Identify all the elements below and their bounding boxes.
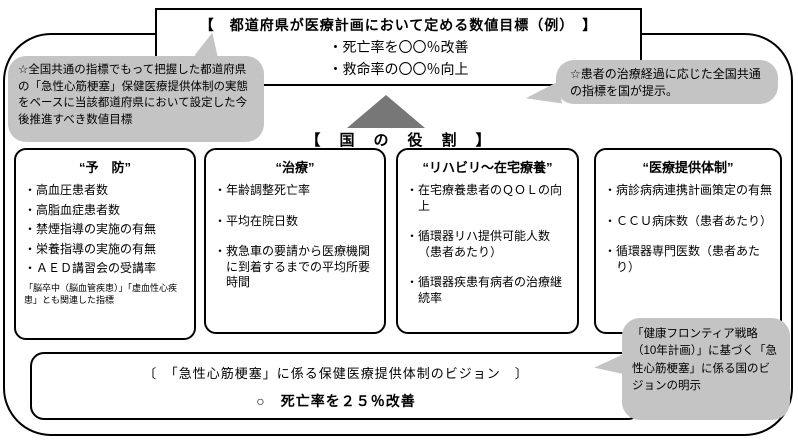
bottom-note-text: 「健康フロンティア戦略（10年計画）」に基づく「急性心筋梗塞」に係る国のビジョン… (632, 328, 778, 392)
vision-title: 〔 「急性心筋梗塞」に係る保健医療提供体制のビジョン 〕 (143, 366, 529, 381)
column-treatment: “治療” ・年齢調整死亡率 ・平均在院日数 ・救急車の要請から医療機関に到着する… (204, 148, 386, 334)
left-note-text: ☆全国共通の指標でもって把握した都道府県の「急性心筋梗塞」保健医療提供体制の実態… (18, 64, 248, 127)
list-item: ・救急車の要請から医療機関に到着するまでの平均所要時間 (214, 244, 371, 290)
list-item: ・栄養指導の実施の有無 (24, 241, 157, 256)
list-item: ・ＡＥＤ講習会の受講率 (24, 261, 157, 276)
national-role-heading: 【 国 の 役 割 】 (305, 132, 493, 149)
target-item-mortality: ・死亡率を〇〇％改善 (328, 39, 469, 55)
prevention-related-note: 「脳卒中（脳血管疾患）」「虚血性心疾患」とも関連した指標 (24, 282, 178, 305)
column-prevention: “予 防” ・高血圧患者数 ・高脂血症患者数 ・禁煙指導の実施の有無 ・栄養指導… (14, 148, 196, 340)
list-item: ・年齢調整死亡率 (214, 183, 311, 197)
list-item: ・循環器リハ提供可能人数（患者あたり） (406, 229, 551, 259)
list-item: ・在宅療養患者のＱＯＬの向上 (406, 183, 563, 213)
column-provision-system: “医療提供体制” ・病診病病連携計画策定の有無 ・ＣＣＵ病床数（患者あたり） ・… (594, 148, 782, 334)
left-note-bubble: ☆全国共通の指標でもって把握した都道府県の「急性心筋梗塞」保健医療提供体制の実態… (8, 56, 264, 142)
column-rehabilitation-title: “リハビリ～在宅療養” (422, 160, 553, 175)
vision-box: 〔 「急性心筋梗塞」に係る保健医療提供体制のビジョン 〕 ○ 死亡率を２５％改善 (30, 352, 642, 420)
prefecture-target-items: ・死亡率を〇〇％改善 ・救命率の〇〇％向上 (329, 37, 469, 80)
list-item: ・病診病病連携計画策定の有無 (604, 183, 773, 197)
column-rehabilitation: “リハビリ～在宅療養” ・在宅療養患者のＱＯＬの向上 ・循環器リハ提供可能人数（… (396, 148, 579, 334)
bottom-note-bubble: 「健康フロンティア戦略（10年計画）」に基づく「急性心筋梗塞」に係る国のビジョン… (622, 318, 790, 420)
list-item: ・平均在院日数 (214, 213, 299, 228)
vision-item: ○ 死亡率を２５％改善 (256, 393, 416, 409)
column-treatment-title: “治療” (275, 160, 315, 175)
list-item: ・高血圧患者数 (24, 183, 109, 197)
list-item: ・循環器専門医数（患者あたり） (604, 244, 761, 274)
list-item: ・ＣＣＵ病床数（患者あたり） (604, 213, 773, 228)
list-item: ・高脂血症患者数 (24, 202, 121, 217)
list-item: ・禁煙指導の実施の有無 (24, 222, 157, 237)
column-provision-system-title: “医療提供体制” (642, 160, 734, 175)
up-arrow-triangle (347, 95, 425, 128)
list-item: ・循環器疾患有病者の治療継続率 (406, 275, 563, 305)
target-item-lifesaving: ・救命率の〇〇％向上 (328, 60, 469, 77)
prefecture-target-title: 【 都道府県が医療計画において定める数値目標（例） 】 (199, 17, 598, 33)
column-prevention-title: “予 防” (78, 160, 131, 175)
right-note-text: ☆患者の治療経過に応じた全国共通の指標を国が提示。 (570, 67, 761, 98)
bottom-bubble-tail (593, 354, 625, 378)
right-note-bubble: ☆患者の治療経過に応じた全国共通の指標を国が提示。 (556, 60, 778, 104)
